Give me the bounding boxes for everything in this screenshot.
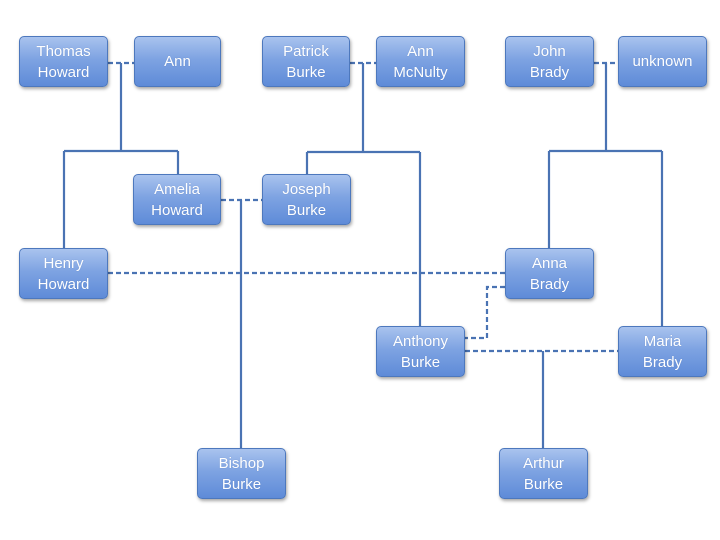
person-last-name: Howard <box>37 275 90 293</box>
person-first-name: Thomas <box>36 42 91 60</box>
person-ann-mcnulty[interactable]: Ann McNulty <box>376 36 465 87</box>
person-first-name: Ann <box>407 42 434 60</box>
person-last-name: Howard <box>151 201 203 219</box>
person-bishop-burke[interactable]: Bishop Burke <box>197 448 286 499</box>
person-unknown[interactable]: unknown <box>618 36 707 87</box>
person-amelia-howard[interactable]: Amelia Howard <box>133 174 221 225</box>
person-first-name: unknown <box>632 53 693 70</box>
marriage-link-anna-anthony <box>465 285 505 340</box>
descent-howard-family <box>62 63 180 248</box>
person-first-name: Ann <box>164 53 191 70</box>
person-last-name: Brady <box>529 275 570 293</box>
person-john-brady[interactable]: John Brady <box>505 36 594 87</box>
person-thomas-howard[interactable]: Thomas Howard <box>19 36 108 87</box>
person-first-name: John <box>533 42 566 60</box>
person-last-name: Brady <box>642 353 683 371</box>
person-first-name: Amelia <box>154 180 200 198</box>
person-first-name: Joseph <box>282 180 331 198</box>
person-first-name: Maria <box>643 332 682 350</box>
person-first-name: Bishop <box>218 454 265 472</box>
person-last-name: McNulty <box>393 63 448 81</box>
person-henry-howard[interactable]: Henry Howard <box>19 248 108 299</box>
person-last-name: Burke <box>286 63 326 81</box>
person-last-name: Howard <box>37 63 90 81</box>
person-last-name: Burke <box>286 201 327 219</box>
person-last-name: Burke <box>400 353 441 371</box>
person-last-name: Burke <box>221 475 262 493</box>
person-arthur-burke[interactable]: Arthur Burke <box>499 448 588 499</box>
person-ann[interactable]: Ann <box>134 36 221 87</box>
descent-burke-family <box>305 63 422 326</box>
person-joseph-burke[interactable]: Joseph Burke <box>262 174 351 225</box>
person-first-name: Henry <box>43 254 84 272</box>
person-first-name: Anna <box>531 254 568 272</box>
person-last-name: Brady <box>529 63 570 81</box>
person-last-name: Burke <box>523 475 564 493</box>
person-first-name: Patrick <box>283 42 329 60</box>
person-anna-brady[interactable]: Anna Brady <box>505 248 594 299</box>
descent-brady-family <box>547 63 664 326</box>
person-patrick-burke[interactable]: Patrick Burke <box>262 36 350 87</box>
person-anthony-burke[interactable]: Anthony Burke <box>376 326 465 377</box>
person-first-name: Anthony <box>392 332 449 350</box>
person-first-name: Arthur <box>523 454 564 472</box>
person-maria-brady[interactable]: Maria Brady <box>618 326 707 377</box>
